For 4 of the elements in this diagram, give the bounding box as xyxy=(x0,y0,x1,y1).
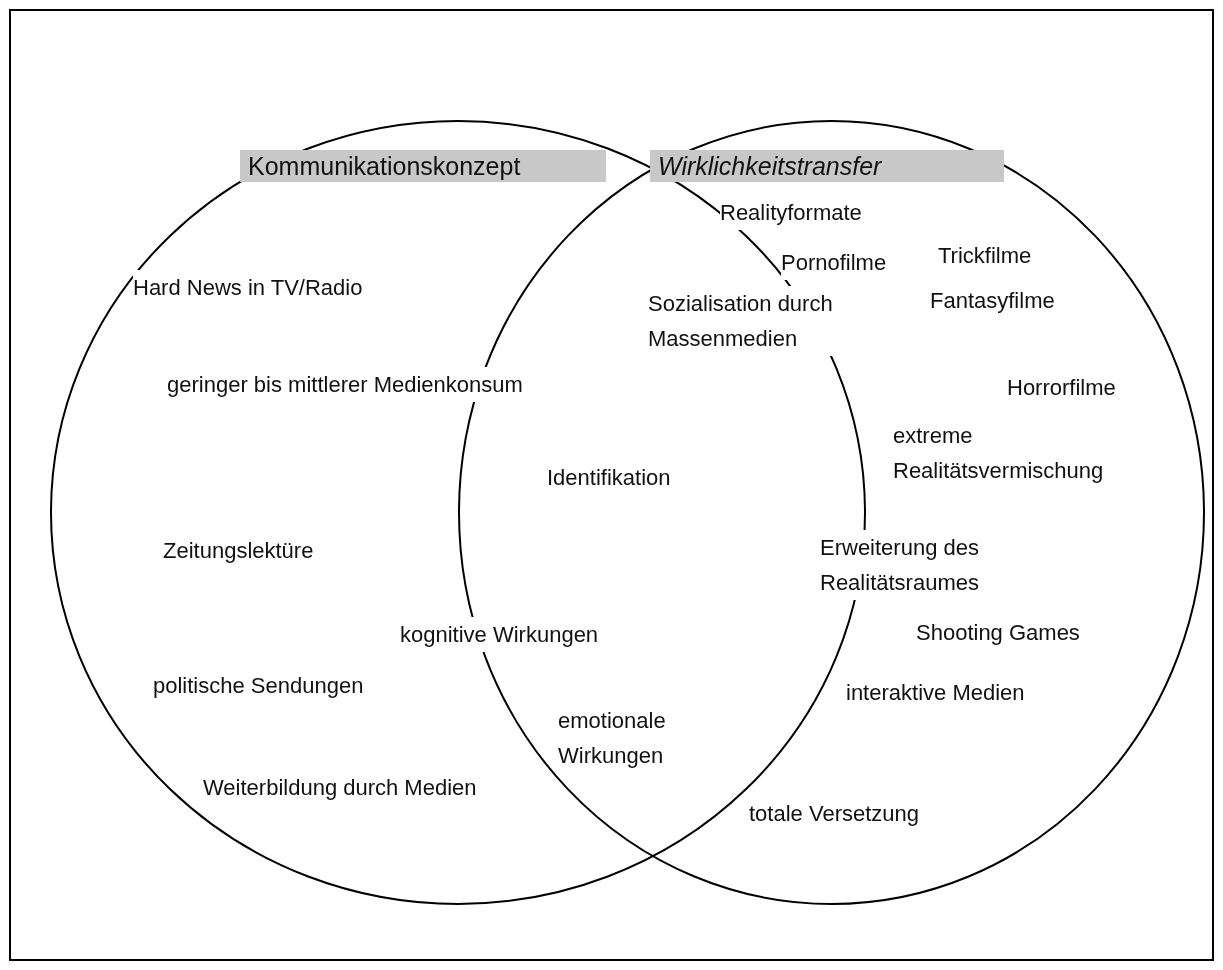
term-label: geringer bis mittlerer Medienkonsum xyxy=(167,367,523,402)
circle-heading: Kommunikationskonzept xyxy=(240,150,606,182)
circle-heading: Wirklichkeitstransfer xyxy=(650,150,1004,182)
term-label: kognitive Wirkungen xyxy=(400,617,599,652)
